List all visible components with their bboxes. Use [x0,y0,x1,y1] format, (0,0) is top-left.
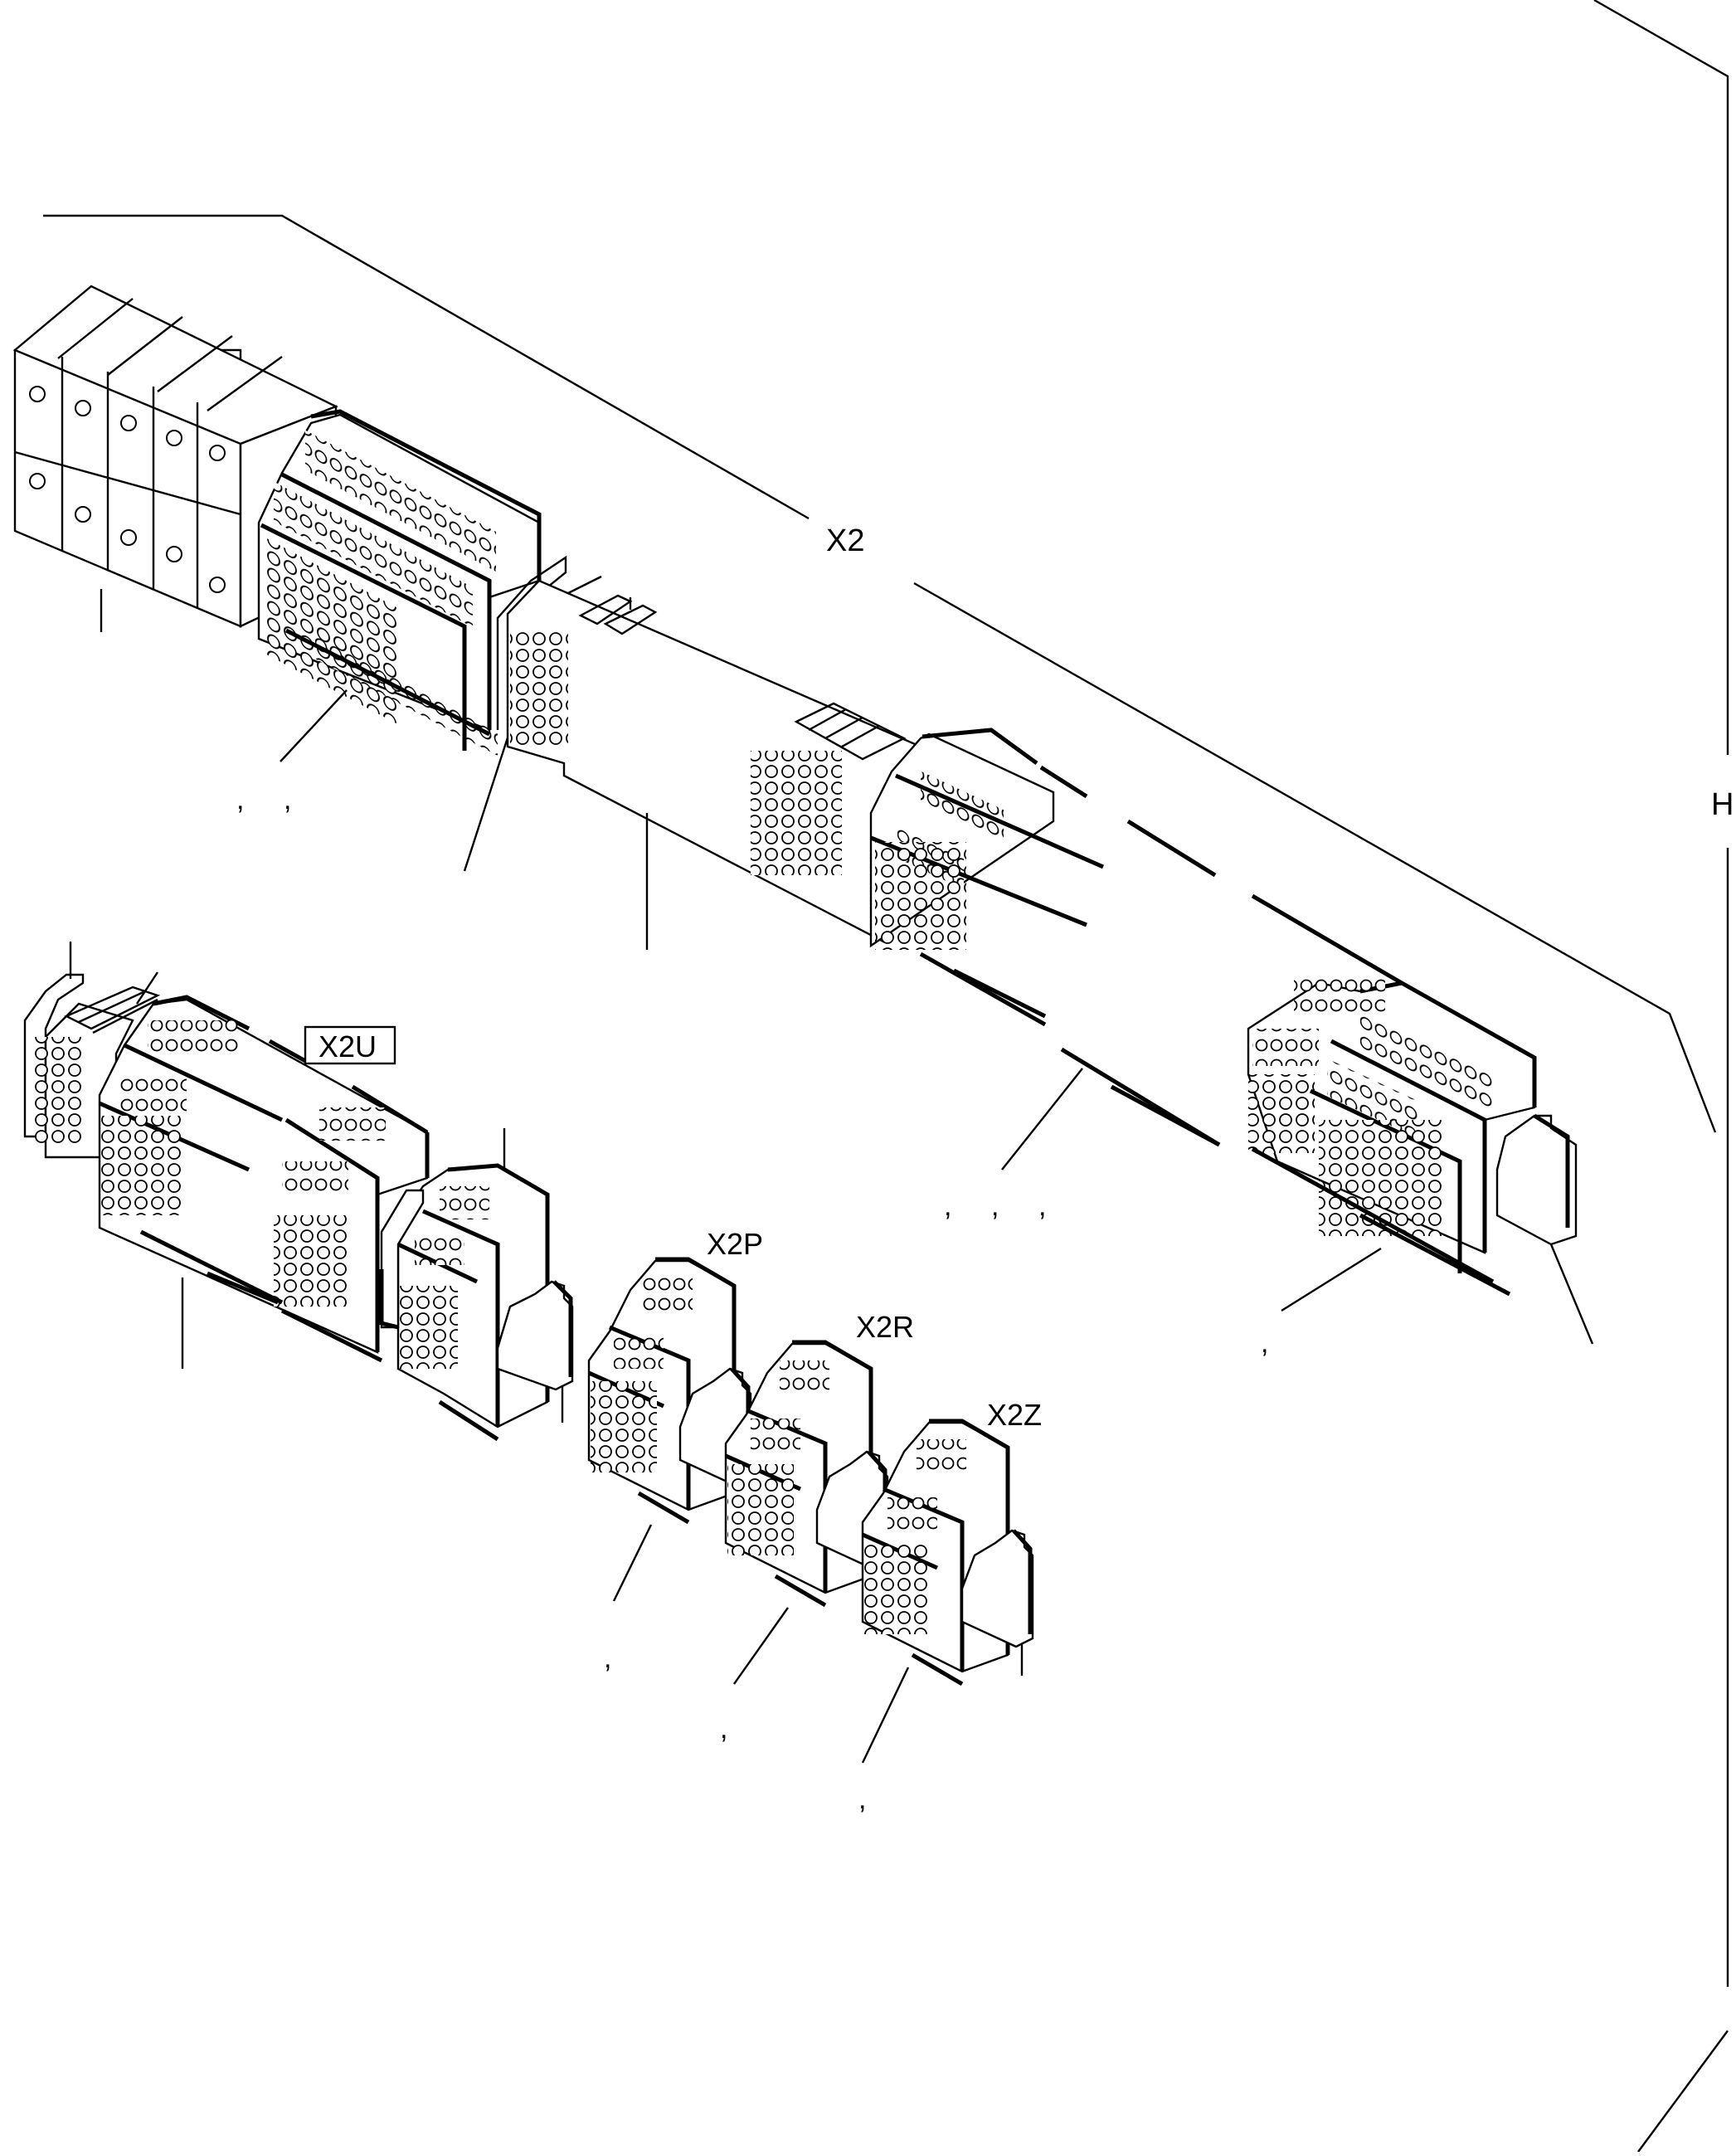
mark-6: , [1261,1327,1268,1359]
mark-4: , [991,1190,999,1222]
mark-9: , [858,1784,866,1815]
large-terminal-module-1 [257,409,542,762]
long-connector-rail [506,575,923,950]
large-terminal-module-2 [869,728,1403,1170]
label-x2p: X2P [707,1227,763,1261]
label-x2z: X2Z [987,1398,1042,1432]
mark-2: , [284,784,291,815]
mark-1: , [236,784,244,815]
mark-3: , [944,1190,951,1222]
bracket-x2: X2 [43,214,1717,1133]
bracket-h: H [1593,0,1734,2153]
end-clamp-medium [496,1280,574,1423]
label-x2u-frame [304,1025,396,1065]
mark-8: , [720,1713,727,1745]
mark-7: , [604,1643,611,1674]
terminal-module-x2u: X2U [98,995,430,1369]
callout-marks: , , , , , , , , , [236,784,1268,1815]
terminal-module-medium [379,1128,550,1442]
label-x2: X2 [826,523,864,558]
large-terminal-module-3 [1247,979,1537,1312]
label-x2u: X2U [319,1029,377,1063]
end-clamp-right [1495,1113,1594,1345]
end-clamp-x2z [960,1529,1034,1676]
label-x2r: X2R [856,1310,914,1344]
mark-5: , [1038,1190,1046,1222]
label-h: H [1711,787,1734,822]
